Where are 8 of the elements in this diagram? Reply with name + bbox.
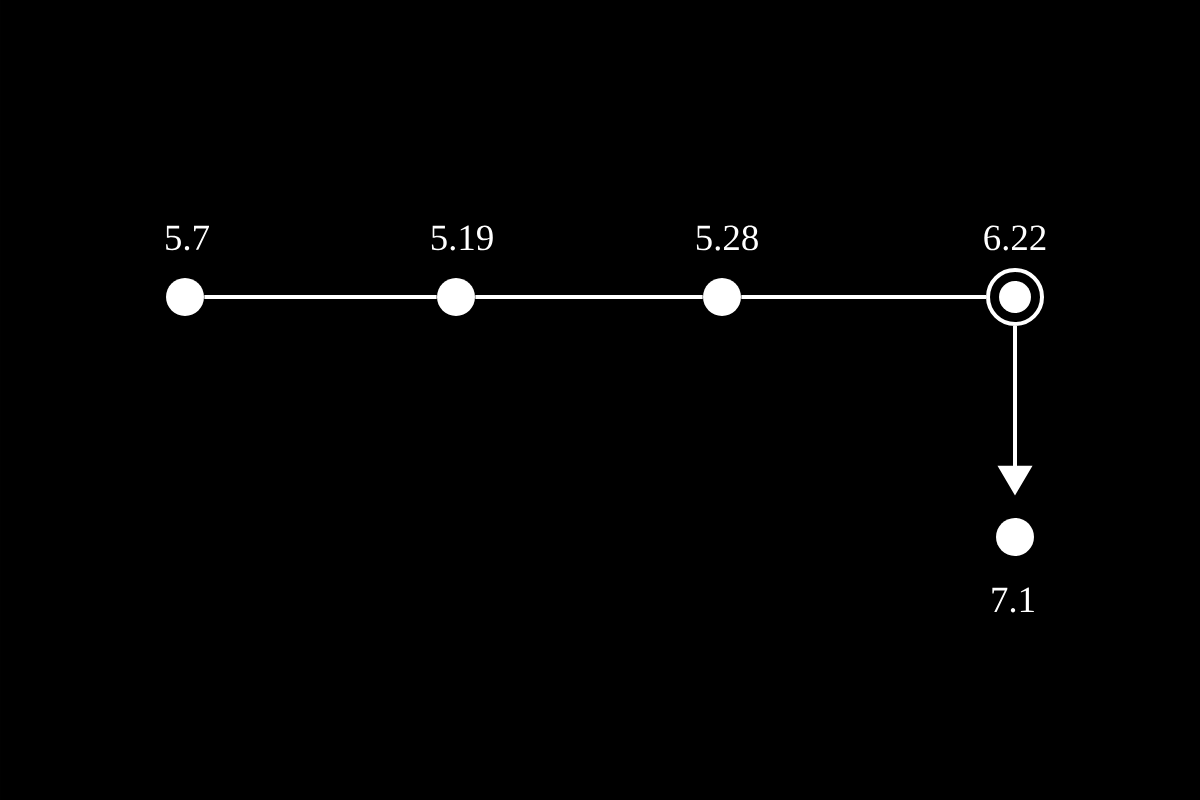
connector-line xyxy=(204,295,437,299)
date-label: 5.28 xyxy=(696,225,758,251)
date-label: 7.1 xyxy=(992,587,1034,613)
date-label: 5.19 xyxy=(431,225,493,251)
date-label: 5.7 xyxy=(166,225,209,251)
date-label: 6.22 xyxy=(984,225,1046,251)
connector-line xyxy=(475,295,703,299)
connector-line xyxy=(741,295,986,299)
